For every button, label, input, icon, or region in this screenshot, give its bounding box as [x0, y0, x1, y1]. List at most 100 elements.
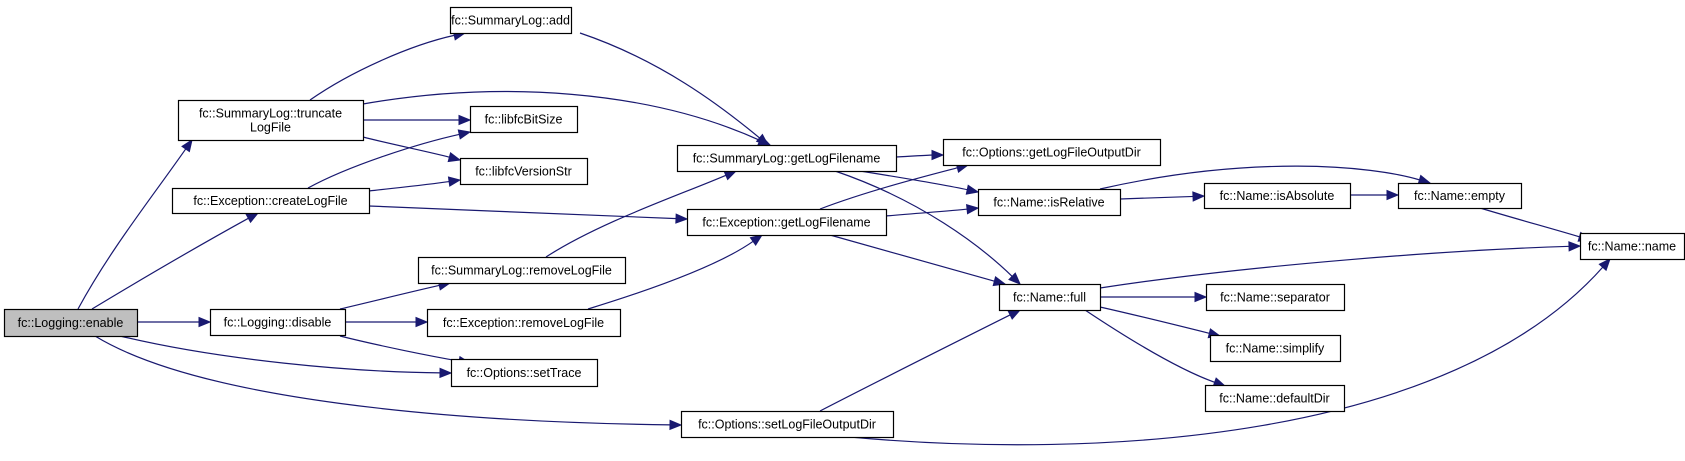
node-label: fc::libfcBitSize [485, 113, 563, 127]
node-empty[interactable]: fc::Name::empty [1397, 182, 1523, 210]
node-box[interactable] [3, 308, 139, 338]
node-label: fc::Name::isAbsolute [1220, 189, 1335, 203]
node-summaryAdd[interactable]: fc::SummaryLog::add [449, 6, 573, 35]
node-box[interactable] [1203, 182, 1352, 210]
node-box[interactable] [171, 187, 371, 215]
node-box[interactable] [426, 308, 622, 338]
arrowhead-icon [723, 170, 738, 181]
node-box[interactable] [1205, 283, 1346, 312]
node-defaultDir[interactable]: fc::Name::defaultDir [1204, 384, 1346, 413]
node-exceptionRemoveLogFile[interactable]: fc::Exception::removeLogFile [426, 308, 622, 338]
node-label: fc::Options::getLogFileOutputDir [962, 146, 1141, 160]
edge-line [1479, 207, 1581, 238]
edge-enable-to-setLogFileOutputDir [94, 335, 683, 431]
node-createLogFile[interactable]: fc::Exception::createLogFile [171, 187, 371, 215]
edge-exceptionRemoveLogFile-to-exceptionGetLogFilename [587, 234, 764, 310]
node-disable[interactable]: fc::Logging::disable [209, 308, 347, 337]
edge-line [1099, 245, 1571, 289]
edge-line [819, 313, 1012, 412]
node-box[interactable] [417, 256, 627, 285]
node-box[interactable] [177, 99, 365, 142]
node-box[interactable] [686, 208, 888, 237]
arrowhead-icon [415, 316, 429, 328]
node-label: fc::Name::simplify [1226, 342, 1325, 356]
edge-line [834, 170, 1014, 278]
edge-line [119, 335, 442, 374]
edge-line [859, 170, 969, 191]
node-box[interactable] [449, 6, 573, 35]
node-full[interactable]: fc::Name::full [998, 283, 1102, 312]
edge-full-to-name [1099, 241, 1582, 289]
node-summaryRemoveLogFile[interactable]: fc::SummaryLog::removeLogFile [417, 256, 627, 285]
node-isAbsolute[interactable]: fc::Name::isAbsolute [1203, 182, 1352, 210]
edge-full-to-simplify [1099, 306, 1222, 339]
node-setTrace[interactable]: fc::Options::setTrace [450, 358, 599, 388]
node-box[interactable] [1209, 334, 1342, 363]
arrowhead-icon [1008, 272, 1021, 285]
node-simplify[interactable]: fc::Name::simplify [1209, 334, 1342, 363]
node-box[interactable] [1204, 384, 1346, 413]
arrowhead-icon [458, 114, 472, 126]
edge-summaryGetLogFilename-to-getLogFileOutputDir [895, 149, 945, 161]
edge-exceptionGetLogFilename-to-full [829, 234, 1007, 287]
edge-setLogFileOutputDir-to-full [819, 309, 1022, 412]
edge-line [362, 90, 762, 142]
edge-line [849, 266, 1604, 446]
arrowhead-icon [439, 367, 453, 379]
node-box[interactable] [680, 410, 895, 439]
edge-disable-to-setTrace [339, 335, 472, 367]
edge-line [885, 208, 969, 217]
node-label: fc::Name::separator [1220, 291, 1330, 305]
edge-isAbsolute-to-empty [1350, 189, 1400, 201]
arrowhead-icon [749, 234, 764, 246]
arrowhead-icon [245, 212, 260, 224]
nodes-layer: fc::Logging::enable fc::SummaryLog::trunc… [3, 6, 1685, 439]
node-isRelative[interactable]: fc::Name::isRelative [977, 188, 1122, 217]
arrowhead-icon [1417, 174, 1432, 185]
arrowhead-icon [457, 129, 472, 140]
node-box[interactable] [209, 308, 347, 337]
arrowhead-icon [1568, 241, 1582, 252]
arrowhead-icon [965, 184, 980, 195]
edge-line [1099, 165, 1421, 190]
edge-line [587, 240, 755, 310]
edge-enable-to-disable [137, 316, 212, 328]
node-libfcBitSize[interactable]: fc::libfcBitSize [469, 105, 579, 134]
edge-isRelative-to-isAbsolute [1119, 191, 1206, 202]
node-box[interactable] [1579, 232, 1685, 261]
node-box[interactable] [977, 188, 1122, 217]
node-label: fc::Options::setLogFileOutputDir [698, 418, 876, 432]
node-enable[interactable]: fc::Logging::enable [3, 308, 139, 338]
node-label: fc::Name::isRelative [993, 196, 1104, 210]
node-box[interactable] [942, 138, 1162, 167]
node-box[interactable] [450, 358, 599, 388]
node-label: fc::SummaryLog::add [451, 14, 570, 28]
edge-line [307, 133, 461, 189]
node-box[interactable] [676, 144, 898, 173]
node-box[interactable] [1397, 182, 1523, 210]
edge-empty-to-name [1479, 207, 1592, 242]
node-exceptionGetLogFilename[interactable]: fc::Exception::getLogFilename [686, 208, 888, 237]
node-separator[interactable]: fc::Name::separator [1205, 283, 1346, 312]
node-label: fc::Exception::removeLogFile [443, 316, 604, 330]
node-libfcVersionStr[interactable]: fc::libfcVersionStr [459, 157, 589, 186]
edge-truncate-to-summaryAdd [309, 30, 467, 101]
node-box[interactable] [998, 283, 1102, 312]
node-name[interactable]: fc::Name::name [1579, 232, 1685, 261]
arrowhead-icon [181, 138, 193, 153]
node-summaryGetLogFilename[interactable]: fc::SummaryLog::getLogFilename [676, 144, 898, 173]
node-box[interactable] [459, 157, 589, 186]
edge-line [895, 154, 934, 158]
node-box[interactable] [469, 105, 579, 134]
arrowhead-icon [1194, 291, 1208, 303]
node-getLogFileOutputDir[interactable]: fc::Options::getLogFileOutputDir [942, 138, 1162, 167]
node-setLogFileOutputDir[interactable]: fc::Options::setLogFileOutputDir [680, 410, 895, 439]
edge-line [1099, 306, 1211, 335]
arrowhead-icon [198, 316, 212, 328]
edges-layer [77, 30, 1611, 446]
edge-line [339, 284, 441, 310]
edge-line [368, 205, 678, 220]
edge-enable-to-truncate [77, 138, 193, 310]
